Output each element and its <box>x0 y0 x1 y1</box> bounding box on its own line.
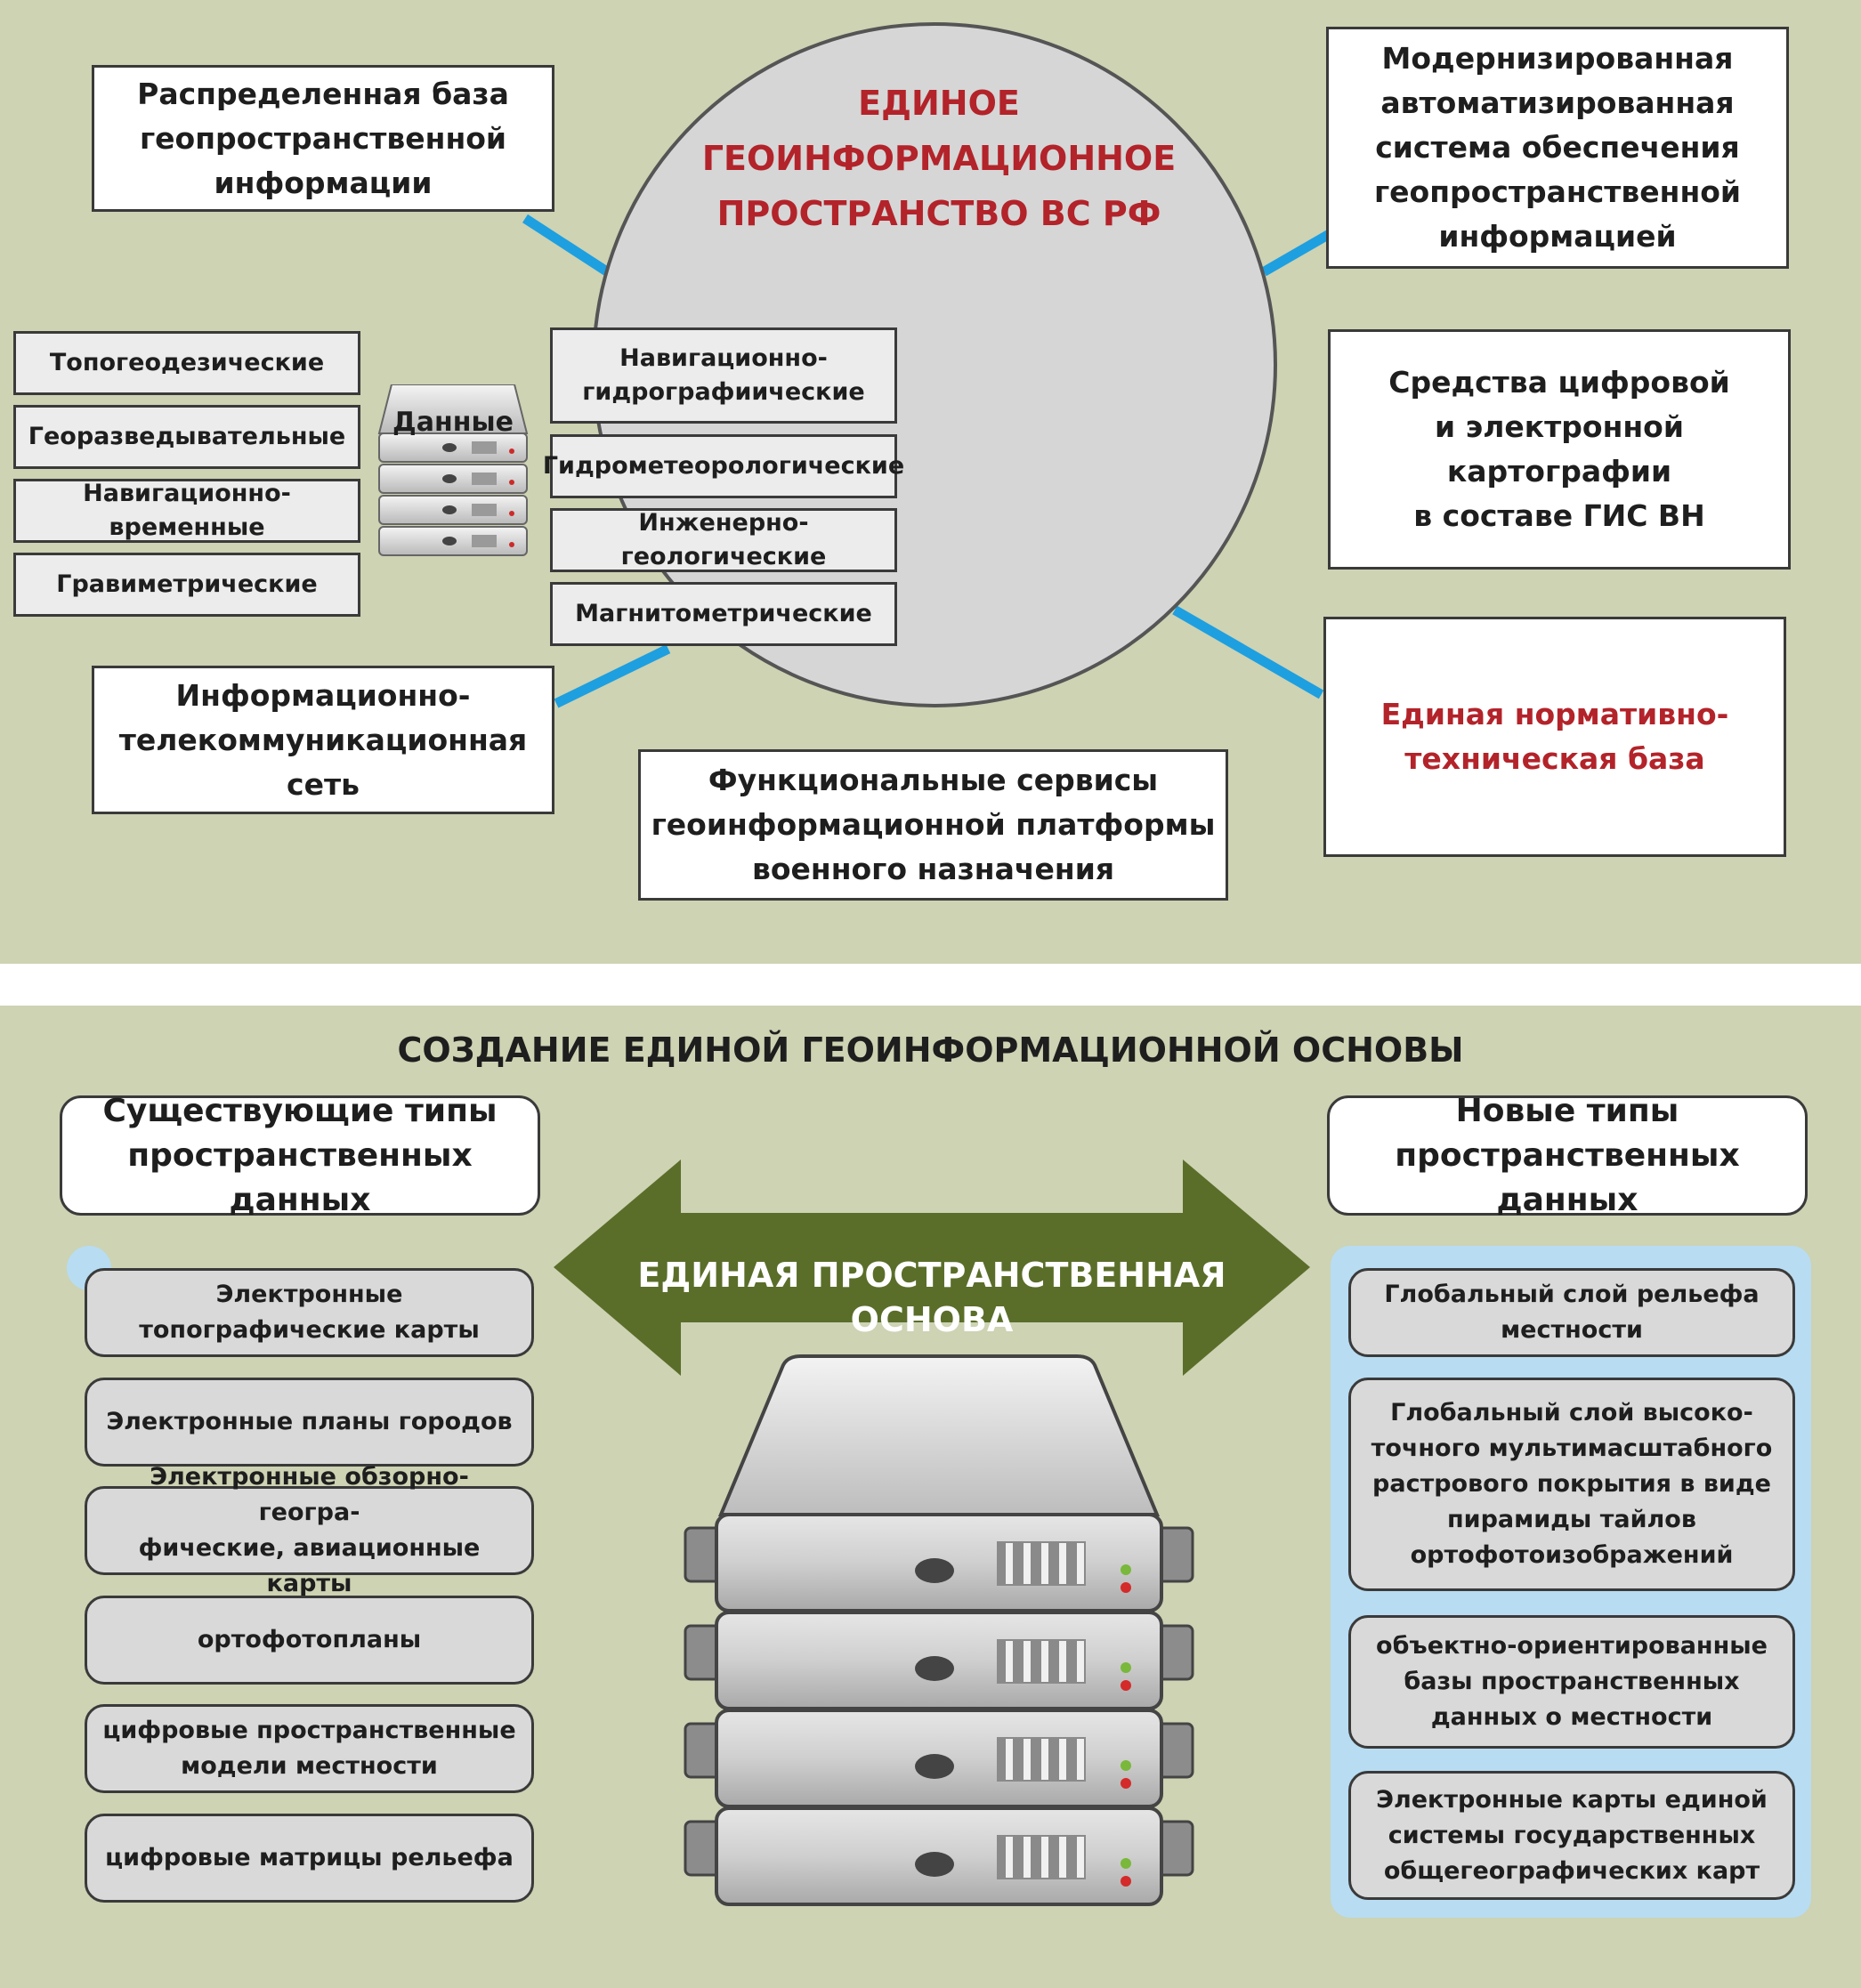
data-label: Данные <box>392 407 514 438</box>
existing-item: Электронные обзорно-геогра- фические, ав… <box>85 1463 534 1597</box>
data-type-item: Магнитометрические <box>550 582 897 646</box>
new-item: Глобальный слой рельефа местности <box>1348 1268 1795 1357</box>
existing-item: ортофотопланы <box>85 1596 534 1685</box>
bottom-title: СОЗДАНИЕ ЕДИНОЙ ГЕОИНФОРМАЦИОННОЙ ОСНОВЫ <box>397 1030 1464 1070</box>
dist-db-box: Распределенная база геопространственной … <box>92 65 554 212</box>
new-item: объектно-ориентированные базы пространст… <box>1348 1615 1795 1749</box>
data-type-item: Георазведывательные <box>13 405 360 469</box>
existing-item: Электронные планы городов <box>85 1378 534 1467</box>
data-type-item: Гидрометеорологические <box>543 434 904 498</box>
double-arrow-icon <box>554 1160 1310 1376</box>
data-type-item: Навигационно-временные <box>13 479 360 543</box>
telecom-box: Информационно- телекоммуникационная сеть <box>92 666 554 814</box>
data-type-item: Инженерно-геологические <box>550 508 897 572</box>
normative-base-box: Единая нормативно- техническая база <box>1323 617 1786 857</box>
modernized-system-box: Модернизированная автоматизированная сис… <box>1326 27 1789 269</box>
func-services-box: Функциональные сервисы геоинформационной… <box>638 749 1228 901</box>
data-type-item: Навигационно- гидрографиические <box>550 327 897 424</box>
existing-item: цифровые матрицы рельефа <box>85 1814 534 1903</box>
new-item: Глобальный слой высоко- точного мультима… <box>1348 1378 1795 1591</box>
existing-item: цифровые пространственные модели местнос… <box>85 1704 534 1793</box>
data-type-item: Гравиметрические <box>13 553 360 617</box>
data-server-icon <box>377 384 529 556</box>
digital-cartography-box: Средства цифровой и электронной картогра… <box>1328 329 1791 570</box>
arrow-label: ЕДИНАЯ ПРОСТРАНСТВЕННАЯ ОСНОВА <box>637 1256 1226 1339</box>
server-stack-icon <box>684 1354 1194 1906</box>
new-types-header: Новые типы пространственных данных <box>1327 1093 1808 1218</box>
existing-item: Электронные топографические карты <box>85 1268 534 1357</box>
data-type-item: Топогеодезические <box>13 331 360 395</box>
central-title: ЕДИНОЕ ГЕОИНФОРМАЦИОННОЕ ПРОСТРАНСТВО ВС… <box>701 84 1177 233</box>
existing-types-header: Существующие типы пространственных данны… <box>60 1093 540 1218</box>
new-item: Электронные карты единой системы государ… <box>1348 1771 1795 1900</box>
